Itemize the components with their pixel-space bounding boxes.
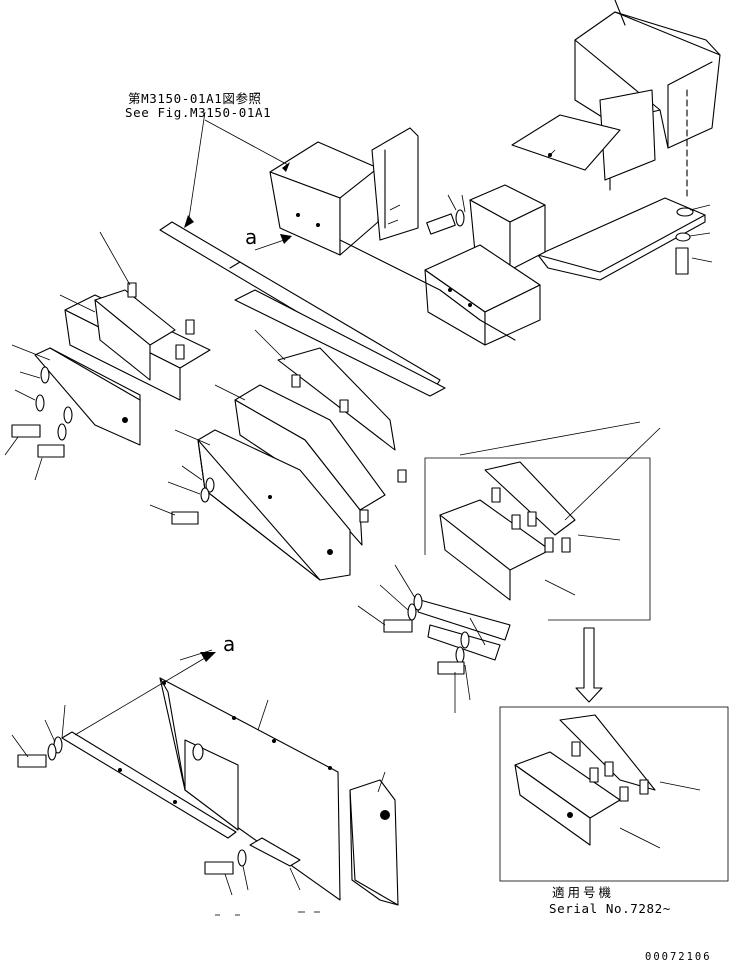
view-marker-top: a bbox=[245, 225, 258, 249]
drawing-number: 00072106 bbox=[645, 951, 712, 963]
long-rail bbox=[159, 111, 446, 397]
serial-inset bbox=[499, 706, 729, 882]
bottom-plate-assembly bbox=[11, 652, 399, 916]
center-box-assembly bbox=[269, 127, 546, 346]
view-a-arrows bbox=[179, 234, 292, 661]
left-bracket-assembly bbox=[11, 231, 211, 446]
view-marker-middle: a bbox=[223, 632, 236, 656]
middle-fasteners bbox=[149, 465, 215, 525]
left-fasteners bbox=[4, 366, 73, 481]
reference-japanese: 第M3150-01A1図参照 bbox=[128, 91, 262, 106]
detail-frame bbox=[357, 421, 661, 713]
reference-english: See Fig.M3150-01A1 bbox=[125, 105, 272, 120]
serial-english: Serial No.7282~ bbox=[549, 901, 671, 916]
middle-curved-plates bbox=[174, 329, 407, 581]
serial-japanese: 適用号機 bbox=[552, 885, 615, 900]
arrow-to-inset bbox=[575, 627, 603, 703]
upper-box-assembly bbox=[511, 0, 721, 281]
